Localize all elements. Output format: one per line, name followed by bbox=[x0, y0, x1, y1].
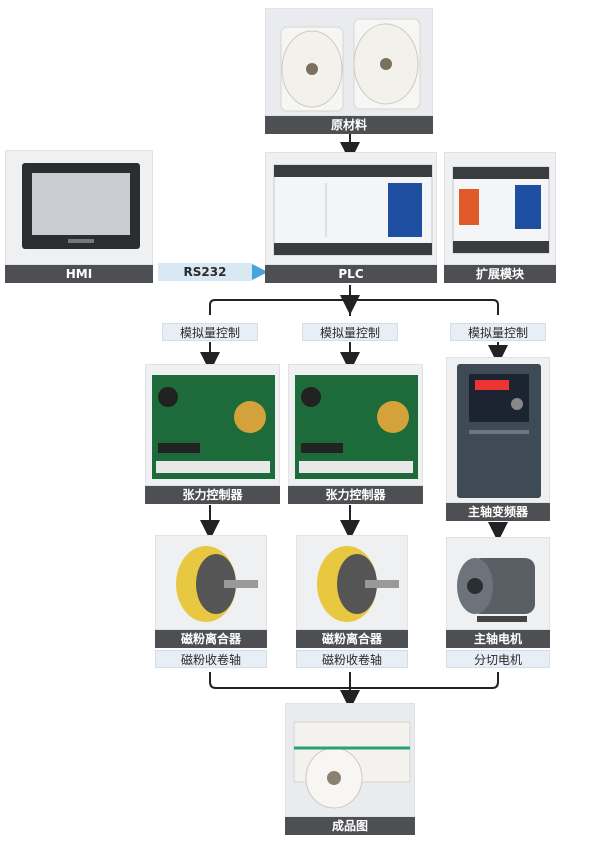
branch2-device-label: 张力控制器 bbox=[288, 486, 423, 504]
rs232-label: RS232 bbox=[158, 263, 252, 281]
branch2-control-label: 模拟量控制 bbox=[302, 323, 398, 341]
raw-material-label: 原材料 bbox=[265, 116, 433, 134]
inverter-image bbox=[446, 357, 550, 503]
branch3-actuator-label-2: 分切电机 bbox=[446, 650, 550, 668]
expansion-module-image bbox=[444, 152, 556, 265]
branch3-control-label: 模拟量控制 bbox=[450, 323, 546, 341]
expansion-module-label: 扩展模块 bbox=[444, 265, 556, 283]
motor-image bbox=[446, 537, 550, 630]
tension-controller-image-1 bbox=[145, 364, 280, 486]
raw-material-image bbox=[265, 8, 433, 116]
branch-line bbox=[209, 299, 499, 315]
plc-label: PLC bbox=[265, 265, 437, 283]
tension-controller-image-2 bbox=[288, 364, 423, 486]
hmi-image bbox=[5, 150, 153, 265]
magnetic-clutch-image-2 bbox=[296, 535, 408, 630]
branch1-control-label: 模拟量控制 bbox=[162, 323, 258, 341]
branch3-device-label: 主轴变频器 bbox=[446, 503, 550, 521]
branch1-actuator-label-2: 磁粉收卷轴 bbox=[155, 650, 267, 668]
magnetic-clutch-image-1 bbox=[155, 535, 267, 630]
merge-line bbox=[209, 672, 499, 689]
branch3-actuator-label-1: 主轴电机 bbox=[446, 630, 550, 648]
branch2-actuator-label-2: 磁粉收卷轴 bbox=[296, 650, 408, 668]
finished-product-label: 成品图 bbox=[285, 817, 415, 835]
plc-image bbox=[265, 152, 437, 265]
branch1-actuator-label-1: 磁粉离合器 bbox=[155, 630, 267, 648]
branch1-device-label: 张力控制器 bbox=[145, 486, 280, 504]
finished-product-image bbox=[285, 703, 415, 817]
hmi-label: HMI bbox=[5, 265, 153, 283]
rs232-arrow-head bbox=[250, 263, 268, 281]
branch2-actuator-label-1: 磁粉离合器 bbox=[296, 630, 408, 648]
